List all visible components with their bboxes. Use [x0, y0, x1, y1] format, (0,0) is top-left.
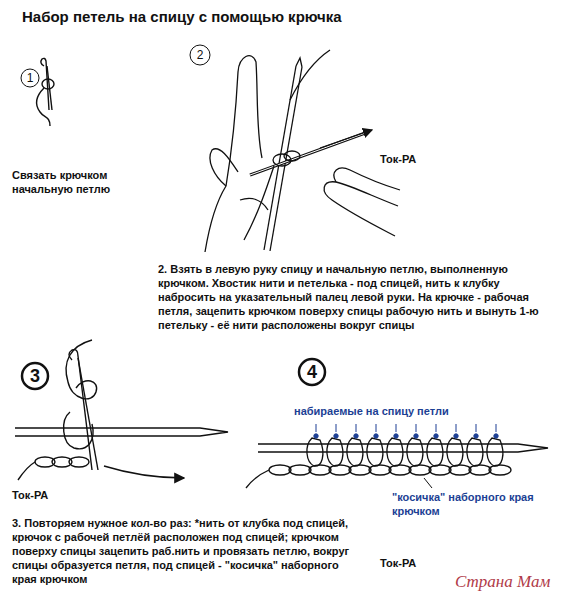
hook-start-loop [21, 58, 54, 126]
callout-number: 2 [190, 45, 210, 65]
callout-number: 4 [299, 359, 325, 385]
callout-number: 1 [21, 69, 39, 87]
author-mark: Ток-РА [380, 152, 440, 166]
step-text: 2. Взять в левую руку спицу и начальную … [158, 262, 556, 332]
loop-markers [314, 424, 498, 438]
diagram-title: Набор петель на спицу с помощью крючка [22, 8, 542, 26]
part-label: набираемые на спицу петли [294, 404, 514, 418]
hands-needle-hook [190, 45, 400, 252]
cast-on-loops [246, 359, 548, 488]
step-caption: Связать крючком начальную петлю [12, 168, 124, 196]
author-mark: Ток-РА [12, 488, 72, 502]
part-label: "косичка" наборного края крючком [392, 490, 552, 518]
author-mark: Ток-РА [380, 556, 440, 570]
callout-number: 3 [22, 363, 48, 389]
hook-over-needle [15, 340, 228, 480]
step-text: 3. Повторяем нужное кол-во раз: *нить от… [12, 516, 352, 586]
watermark: Страна Мам [455, 572, 550, 592]
